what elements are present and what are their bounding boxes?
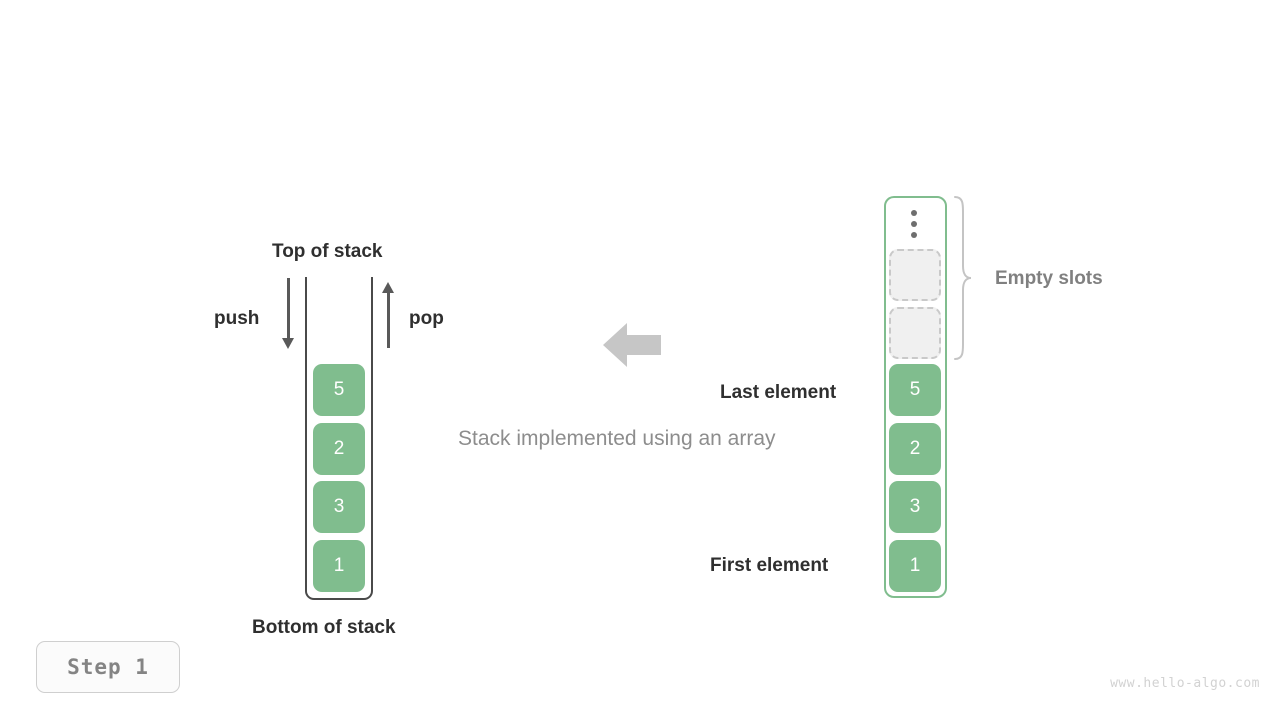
stack-cell: 3 [313, 481, 365, 533]
last-element-label: Last element [720, 382, 837, 403]
stack-cell: 1 [313, 540, 365, 592]
vertical-ellipsis-icon [908, 210, 920, 238]
bottom-of-stack-label: Bottom of stack [252, 617, 396, 638]
stack-cell: 2 [313, 423, 365, 475]
watermark: www.hello-algo.com [1110, 676, 1260, 691]
step-badge: Step 1 [36, 641, 180, 693]
push-arrow-head [282, 338, 294, 349]
empty-slots-brace [954, 196, 972, 360]
pop-arrow-head [382, 282, 394, 293]
stack-cell: 5 [313, 364, 365, 416]
first-element-label: First element [710, 555, 829, 576]
array-cell: 5 [889, 364, 941, 416]
array-container [884, 196, 947, 598]
left-arrow-icon [603, 323, 661, 367]
empty-slot [889, 249, 941, 301]
array-cell: 3 [889, 481, 941, 533]
array-cell: 2 [889, 423, 941, 475]
push-label: push [214, 308, 260, 329]
diagram-caption: Stack implemented using an array [458, 427, 776, 450]
pop-label: pop [409, 308, 444, 329]
empty-slots-label: Empty slots [995, 268, 1103, 289]
pop-arrow-shaft [387, 292, 390, 348]
array-cell: 1 [889, 540, 941, 592]
stack-container [305, 277, 373, 600]
push-arrow-shaft [287, 278, 290, 340]
top-of-stack-label: Top of stack [272, 241, 383, 262]
empty-slot [889, 307, 941, 359]
